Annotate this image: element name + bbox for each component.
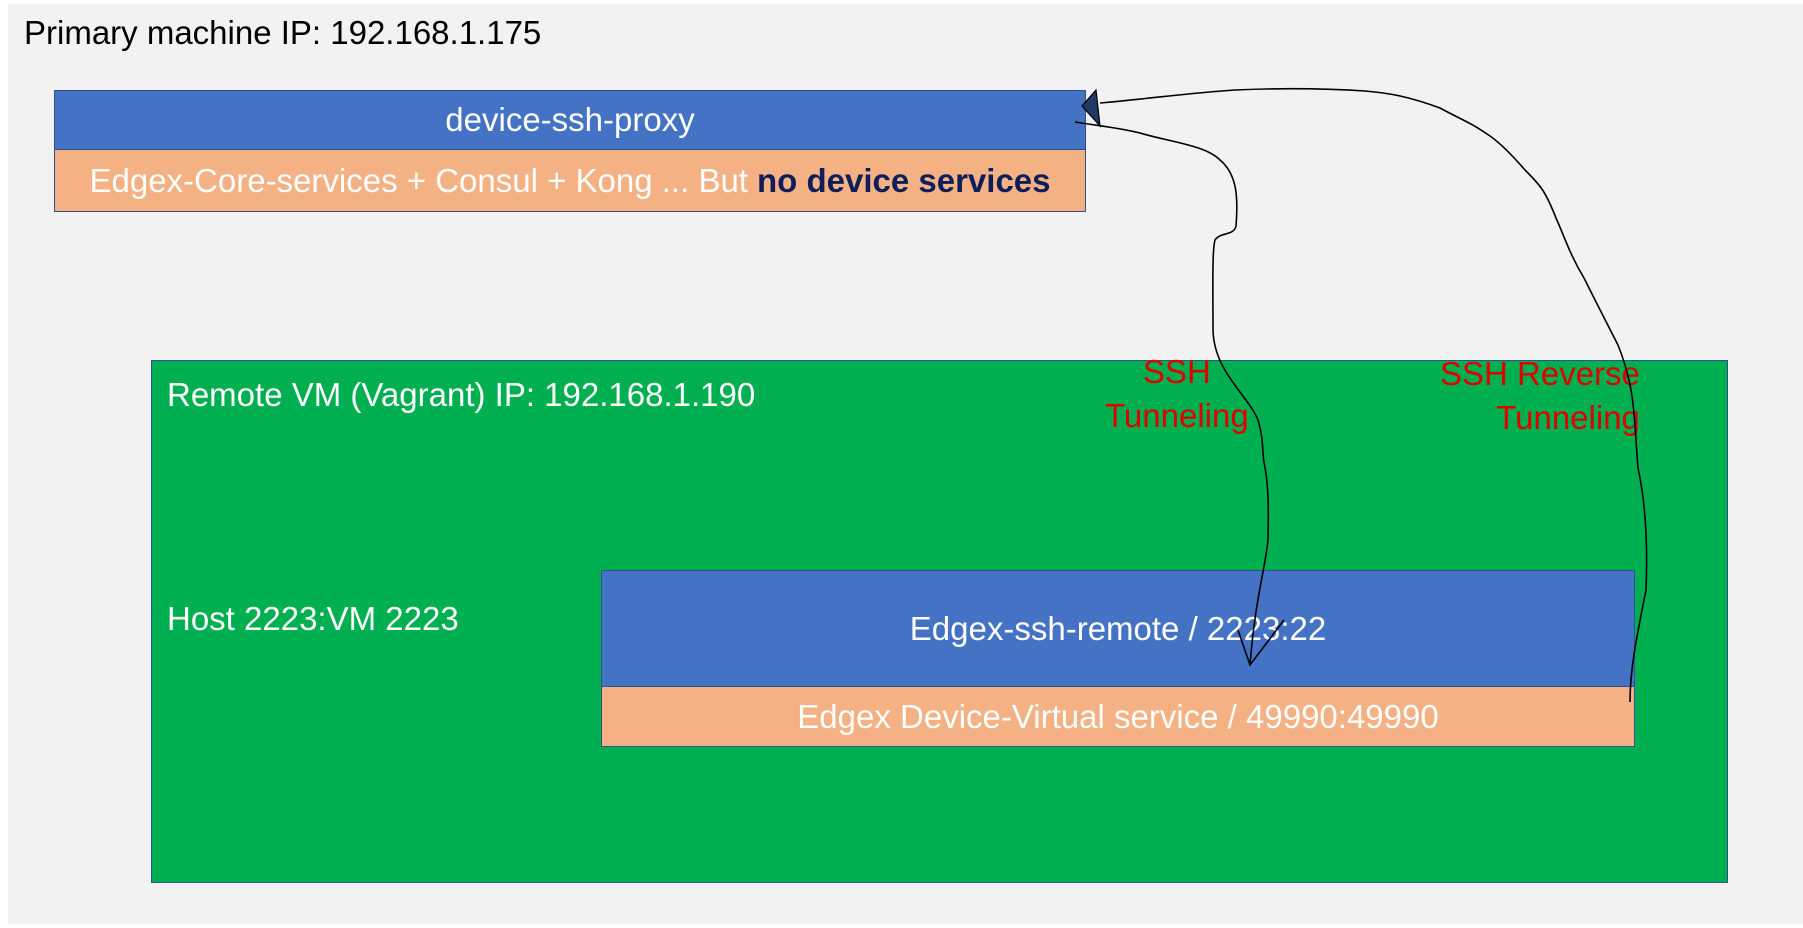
device-virtual-label: Edgex Device-Virtual service / 49990:499…: [797, 697, 1439, 735]
ssh-reverse-tunneling-label: SSH Reverse Tunneling: [1440, 352, 1640, 440]
core-services-label: Edgex-Core-services + Consul + Kong ... …: [89, 161, 748, 199]
ssh-reverse-line1: SSH Reverse: [1440, 355, 1640, 392]
ssh-tunneling-label: SSH Tunneling: [1105, 350, 1249, 438]
device-virtual-box: Edgex Device-Virtual service / 49990:499…: [601, 687, 1635, 747]
ssh-reverse-line2: Tunneling: [1496, 399, 1640, 436]
ssh-tunneling-line2: Tunneling: [1105, 397, 1249, 434]
core-services-box: Edgex-Core-services + Consul + Kong ... …: [54, 150, 1086, 212]
remote-vm-title: Remote VM (Vagrant) IP: 192.168.1.190: [167, 376, 756, 413]
edgex-ssh-remote-box: Edgex-ssh-remote / 2223:22: [601, 570, 1635, 687]
ssh-tunneling-line1: SSH: [1142, 353, 1211, 390]
edgex-ssh-remote-label: Edgex-ssh-remote / 2223:22: [909, 609, 1327, 647]
host-port-label: Host 2223:VM 2223: [167, 600, 459, 637]
device-ssh-proxy-label: device-ssh-proxy: [445, 101, 695, 138]
primary-machine-title: Primary machine IP: 192.168.1.175: [24, 14, 542, 51]
device-ssh-proxy-box: device-ssh-proxy: [54, 90, 1086, 150]
no-device-services-emphasis: no device services: [756, 161, 1051, 199]
